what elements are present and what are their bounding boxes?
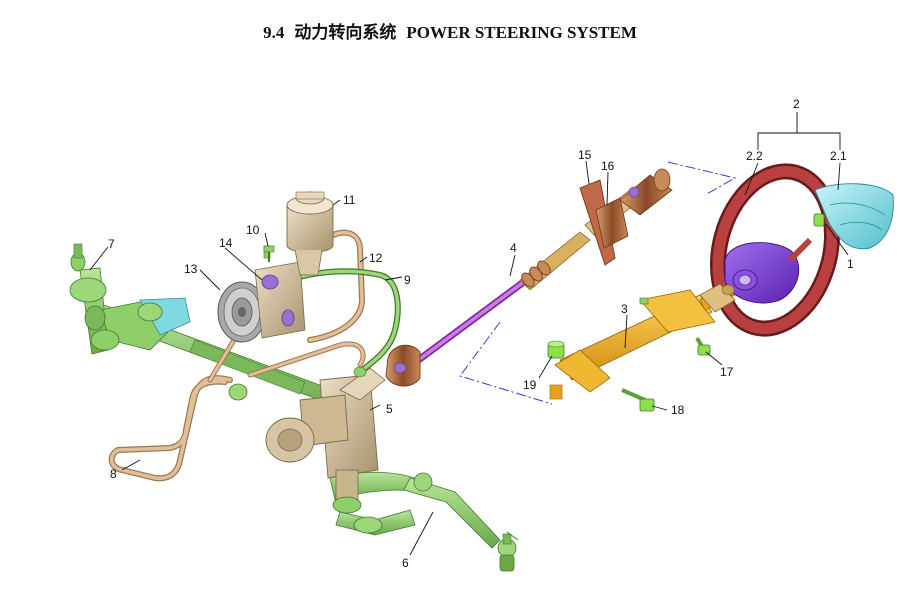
callout-labels: 1 2 2.1 2.2 3 4 5 6 7 8 9 10 11 12 13 14… [108,97,854,570]
callout-12: 12 [369,251,383,265]
callout-4: 4 [510,241,517,255]
callout-13: 13 [184,262,198,276]
callout-14: 14 [219,236,233,250]
fluid-reservoir-part-11 [286,191,334,276]
steering-wheel-part-2-2 [709,163,841,337]
callout-15: 15 [578,148,592,162]
nut-part-19 [547,340,565,359]
callout-6: 6 [402,556,409,570]
callout-10: 10 [246,223,260,237]
assembly-guide-lines [459,161,737,405]
horn-cover-part-2-1 [814,183,894,250]
callout-18: 18 [671,403,685,417]
steering-gearbox-part-5 [265,366,416,536]
callout-9: 9 [404,273,411,287]
title-english: POWER STEERING SYSTEM [406,23,637,42]
callout-19: 19 [523,378,537,392]
callout-16: 16 [601,159,615,173]
callout-3: 3 [621,302,628,316]
pump-pulley-part-13 [217,281,267,343]
column-hub-adapter [699,283,736,313]
callout-2: 2 [793,97,800,111]
group-bracket-part-2 [757,112,841,150]
callout-17: 17 [720,365,734,379]
bolt-part-18 [621,388,655,412]
callout-11: 11 [343,193,356,207]
callout-1: 1 [847,257,854,271]
page-title: 9.4 动力转向系统 POWER STEERING SYSTEM [0,18,900,43]
title-chinese: 动力转向系统 [294,23,397,42]
callout-2-1: 2.1 [830,149,847,163]
leader-lines [89,160,849,556]
bolt-part-10 [263,245,275,262]
clip-part-1 [813,213,825,227]
bolt-part-17 [695,336,711,356]
section-number: 9.4 [263,23,285,42]
callout-8: 8 [110,467,117,481]
callout-2-2: 2.2 [746,149,763,163]
boot-seal-part-16 [595,168,673,249]
callout-7: 7 [108,237,115,251]
callout-5: 5 [386,402,393,416]
